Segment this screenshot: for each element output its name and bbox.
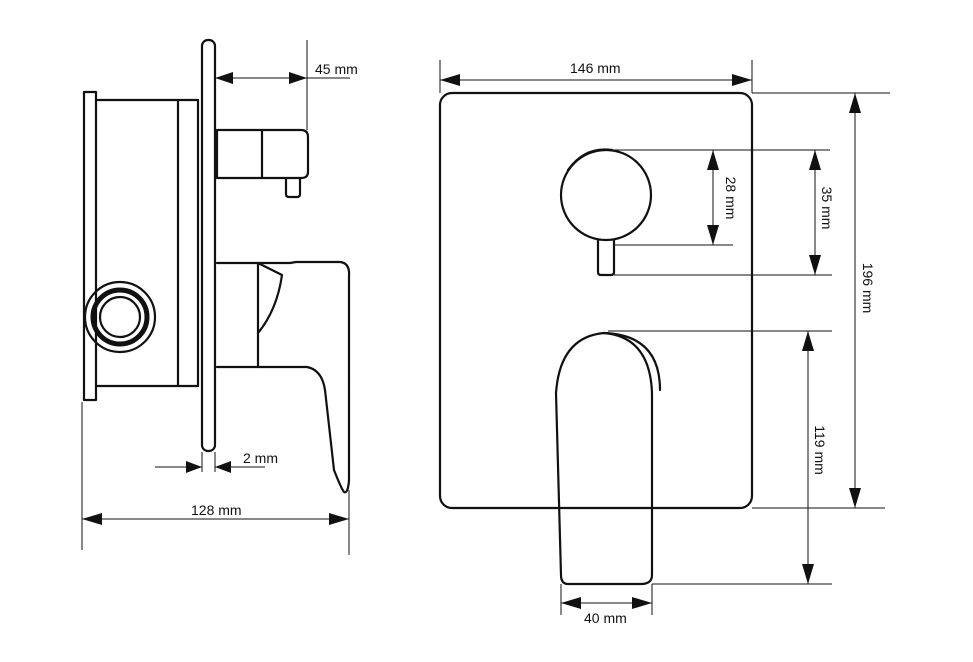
side-lever-handle <box>256 260 351 494</box>
front-knob-rim <box>566 148 614 172</box>
side-box-rear-edge <box>82 90 98 402</box>
front-handle <box>554 331 654 586</box>
dim-40: 40 mm <box>584 610 627 626</box>
front-knob-pin <box>596 238 616 277</box>
side-cover-plate <box>200 38 217 453</box>
dim-196: 196 mm <box>860 263 876 314</box>
dim-35: 35 mm <box>819 187 835 230</box>
side-outlet-outer <box>83 280 157 354</box>
front-view <box>438 91 754 586</box>
front-cover-plate <box>438 91 754 510</box>
side-dimensions: 45 mm 2 mm 128 mm <box>81 40 358 555</box>
dim-146: 146 mm <box>570 60 621 76</box>
dim-28: 28 mm <box>723 177 739 220</box>
side-outlet-ring <box>90 287 150 347</box>
dim-128: 128 mm <box>191 502 242 518</box>
dim-45: 45 mm <box>315 61 358 77</box>
front-dimensions: 146 mm 28 mm 35 mm 196 mm 119 mm <box>439 60 890 626</box>
side-lever-edge <box>256 261 284 335</box>
side-knob-pin <box>284 176 302 199</box>
front-handle-back <box>602 331 662 392</box>
dim-119: 119 mm <box>812 425 828 475</box>
side-outlet-inner <box>98 295 142 339</box>
side-lever-body <box>215 261 260 369</box>
side-knob <box>215 128 310 180</box>
dim-2: 2 mm <box>243 450 278 466</box>
side-view <box>82 38 351 494</box>
